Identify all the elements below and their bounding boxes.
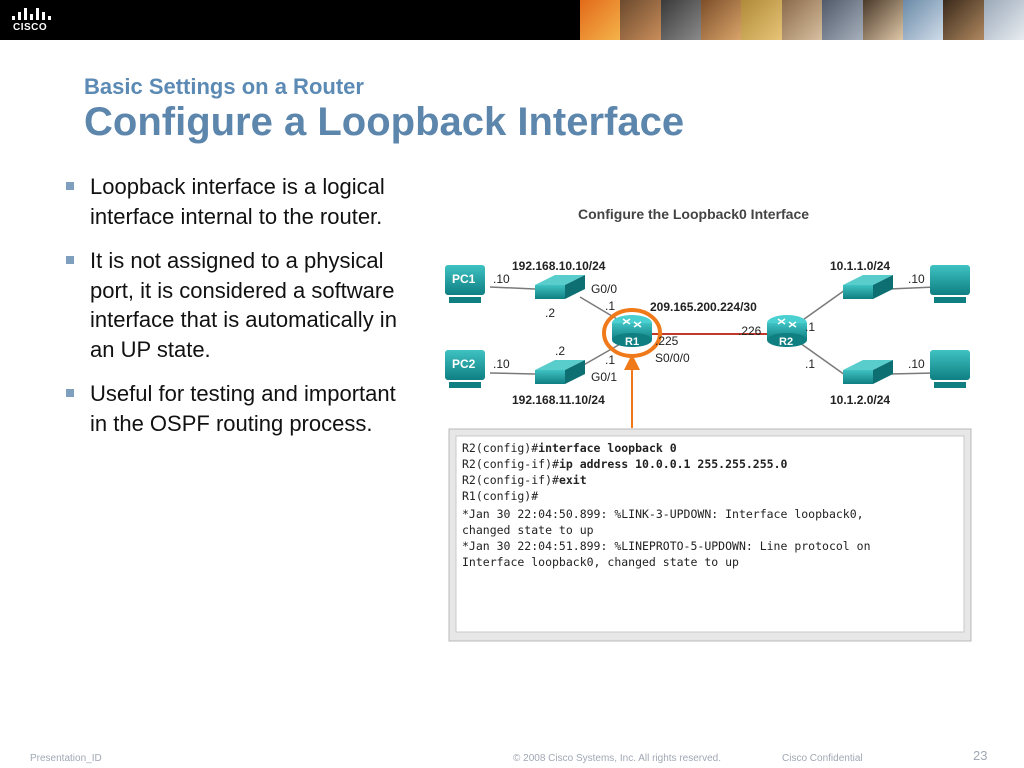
bullet-text: It is not assigned to a physical port, i… [90,248,397,362]
svg-text:R2: R2 [779,336,793,348]
pc2-icon: PC2 [445,350,485,388]
svg-text:S0/0/0: S0/0/0 [655,351,690,365]
svg-text:209.165.200.224/30: 209.165.200.224/30 [650,300,757,314]
svg-text:.2: .2 [555,344,565,358]
slide-subtitle: Basic Settings on a Router [84,74,364,99]
svg-text:.10: .10 [908,357,925,371]
svg-text:.1: .1 [605,299,615,313]
switch-icon [535,275,585,299]
svg-text:.1: .1 [605,353,615,367]
svg-text:R1: R1 [625,336,639,348]
square-bullet-icon [66,182,74,190]
svg-text:.1: .1 [805,357,815,371]
network-links [489,286,936,376]
diagram-labels: 192.168.10.10/24 192.168.11.10/24 209.16… [493,259,925,407]
svg-text:.2: .2 [545,306,555,320]
cli-line: changed state to up [462,523,594,537]
svg-text:10.1.2.0/24: 10.1.2.0/24 [830,393,890,407]
svg-text:192.168.11.10/24: 192.168.11.10/24 [512,393,605,407]
top-banner: CISCO [0,0,1024,40]
cisco-logo: CISCO [10,4,60,36]
svg-text:.225: .225 [655,334,679,348]
logo-wordmark: CISCO [13,22,48,33]
cli-line: *Jan 30 22:04:51.899: %LINEPROTO-5-UPDOW… [462,539,871,553]
svg-text:.10: .10 [493,357,510,371]
cli-line: R2(config)#interface loopback 0 [462,441,677,455]
cli-line: R2(config-if)#ip address 10.0.0.1 255.25… [462,457,787,471]
footer-copyright: © 2008 Cisco Systems, Inc. All rights re… [513,753,722,764]
cli-lines: R2(config)#interface loopback 0 R2(confi… [462,441,871,569]
bullet-text: Useful for testing and important in the … [90,381,396,436]
square-bullet-icon [66,256,74,264]
bullet-item: Useful for testing and important in the … [64,379,404,438]
cli-line: R1(config)# [462,489,538,503]
svg-text:.10: .10 [908,272,925,286]
svg-text:.226: .226 [738,324,762,338]
cli-line: *Jan 30 22:04:50.899: %LINK-3-UPDOWN: In… [462,507,864,521]
pc4-icon [930,350,970,388]
photo-strip [580,0,1024,40]
switch-icon [535,360,585,384]
router-r1-icon: R1 [602,308,662,358]
svg-text:.1: .1 [805,320,815,334]
bullet-list: Loopback interface is a logical interfac… [64,172,404,453]
slide-title: Configure a Loopback Interface [84,100,685,144]
cisco-bridge-icon [12,6,58,20]
svg-text:PC2: PC2 [452,357,476,371]
cli-line: R2(config-if)#exit [462,473,587,487]
switch-icon [843,275,893,299]
square-bullet-icon [66,389,74,397]
router-r2-icon: R2 [767,315,807,348]
svg-text:G0/1: G0/1 [591,370,617,384]
page-number: 23 [973,748,988,763]
svg-text:10.1.1.0/24: 10.1.1.0/24 [830,259,890,273]
pc1-icon: PC1 [445,265,485,303]
pc3-icon [930,265,970,303]
svg-text:PC1: PC1 [452,272,476,286]
network-diagram: Configure the Loopback0 Interface PC1 PC… [445,206,972,642]
footer-confidential: Cisco Confidential [782,753,863,764]
bullet-item: Loopback interface is a logical interfac… [64,172,404,231]
diagram-title: Configure the Loopback0 Interface [578,206,809,222]
switch-icon [843,360,893,384]
cli-output-box [448,428,972,642]
svg-text:G0/0: G0/0 [591,282,617,296]
svg-text:192.168.10.10/24: 192.168.10.10/24 [512,259,606,273]
footer-presentation-id: Presentation_ID [30,753,102,764]
bullet-text: Loopback interface is a logical interfac… [90,174,385,229]
svg-text:.10: .10 [493,272,510,286]
cli-line: Interface loopback0, changed state to up [462,555,739,569]
bullet-item: It is not assigned to a physical port, i… [64,246,404,364]
